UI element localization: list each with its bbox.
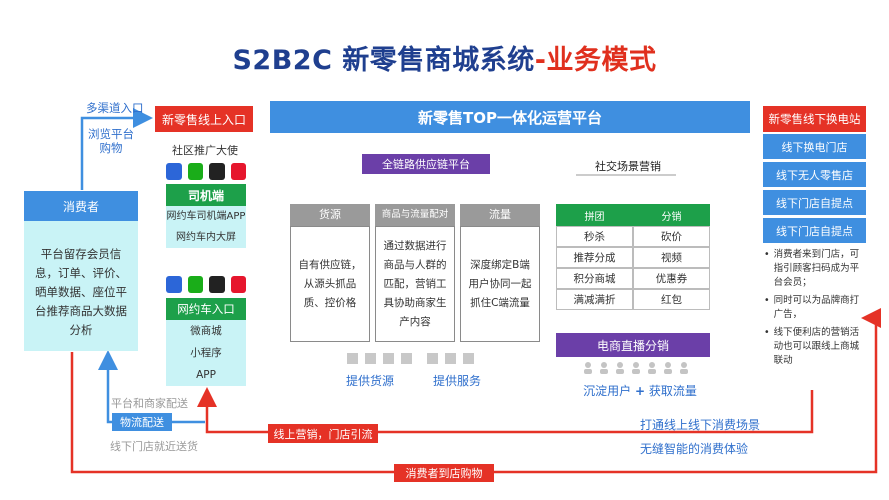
marketing-cell: 红包 (633, 289, 710, 310)
offline-note: •消费者来到门店，可指引顾客扫码成为平台会员； (764, 248, 866, 290)
marketing-row: 秒杀 砍价 (556, 226, 710, 247)
marketing-row: 积分商城 优惠券 (556, 268, 710, 289)
offline-note: •线下便利店的营销活动也可以跟线上商城联动 (764, 326, 866, 368)
marketing-cell: 满减满折 (556, 289, 633, 310)
offline-item: 线下门店自提点 (763, 190, 866, 215)
online-entry-header: 新零售线上入口 (155, 106, 253, 132)
column-body-traffic: 深度绑定B端用户协同一起抓住C端流量 (460, 226, 540, 342)
ride-hailing-label: 网约车入口 (166, 298, 246, 320)
ride-item: 小程序 (190, 347, 222, 359)
online-marketing-label: 线上营销，门店引流 (268, 424, 378, 443)
marketing-cell: 优惠券 (633, 268, 710, 289)
marketing-cell: 积分商城 (556, 268, 633, 289)
platform-banner: 新零售TOP一体化运营平台 (270, 101, 750, 133)
marketing-cell: 拼团 (556, 204, 633, 226)
offline-note-text: 同时可以为品牌商打广告， (773, 295, 860, 320)
box-icons-right (427, 353, 474, 364)
box-icons-left (347, 353, 412, 364)
title-main: S2B2C 新零售商城系统 (232, 45, 535, 76)
marketing-cell: 秒杀 (556, 226, 633, 247)
community-promoter: 社区推广大使 (172, 144, 238, 157)
plus-sign: + (634, 384, 646, 398)
offline-note-text: 线下便利店的营销活动也可以跟线上商城联动 (773, 327, 860, 366)
marketing-row: 推荐分成 视频 (556, 247, 710, 268)
column-head-source: 货源 (290, 204, 370, 226)
to-store-label: 消费者到店购物 (394, 464, 494, 482)
marketing-cell: 砍价 (633, 226, 710, 247)
browse-line1: 浏览平台 (88, 127, 134, 141)
supply-chain-label: 全链路供应链平台 (362, 154, 490, 174)
provide-goods-label: 提供货源 (346, 374, 395, 388)
social-divider (576, 174, 676, 176)
seamless-experience-label: 无缝智能的消费体验 (640, 442, 749, 456)
connect-scene-label: 打通线上线下消费场景 (640, 418, 761, 432)
precipitate-users: 沉淀用户 (583, 384, 632, 398)
browse-label: 浏览平台 购物 (88, 127, 134, 155)
ride-hailing-list: 微商城 小程序 APP (166, 320, 246, 386)
social-marketing-label: 社交场景营销 (595, 160, 661, 173)
qq-icon (209, 163, 225, 180)
baidu-icon (166, 163, 182, 180)
offline-item: 线下门店自提点 (763, 218, 866, 243)
wechat-icon (187, 276, 203, 293)
social-icons-top (166, 163, 246, 180)
nearby-pickup-label: 线下门店就近送货 (110, 440, 198, 453)
column-body-matching: 通过数据进行商品与人群的匹配，营销工具协助商家生产内容 (375, 226, 455, 342)
column-body-source: 自有供应链，从源头抓品质、控价格 (290, 226, 370, 342)
offline-entry-header: 新零售线下换电站 (763, 106, 866, 132)
consumer-header: 消费者 (24, 191, 138, 221)
marketing-cell: 视频 (633, 247, 710, 268)
marketing-cell: 分销 (633, 204, 710, 226)
platform-delivery-label: 平台和商家配送 (111, 397, 188, 410)
social-icons-bottom (166, 276, 246, 293)
ride-item: 微商城 (190, 325, 222, 337)
marketing-cell: 推荐分成 (556, 247, 633, 268)
driver-item: 网约车司机端APP (166, 211, 246, 222)
driver-label: 司机端 (166, 184, 246, 206)
marketing-header-row: 拼团 分销 (556, 204, 710, 226)
ride-item: APP (196, 369, 216, 381)
multi-channel-label: 多渠道入口 (86, 101, 144, 115)
weibo-icon (230, 276, 246, 293)
acquire-traffic: 获取流量 (648, 384, 697, 398)
wechat-icon (187, 163, 203, 180)
column-head-traffic: 流量 (460, 204, 540, 226)
title-tail: 业务模式 (546, 45, 657, 76)
offline-note: •同时可以为品牌商打广告， (764, 294, 866, 322)
marketing-row: 满减满折 红包 (556, 289, 710, 310)
baidu-icon (166, 276, 182, 293)
page-title: S2B2C 新零售商城系统-业务模式 (0, 38, 889, 77)
offline-note-text: 消费者来到门店，可指引顾客扫码成为平台会员； (773, 249, 860, 288)
offline-notes: •消费者来到门店，可指引顾客扫码成为平台会员； •同时可以为品牌商打广告， •线… (764, 248, 866, 368)
offline-item: 线下换电门店 (763, 134, 866, 159)
qq-icon (209, 276, 225, 293)
consumer-body: 平台留存会员信息，订单、评价、晒单数据、座位平台推荐商品大数据分析 (24, 221, 138, 351)
browse-line2: 购物 (99, 141, 123, 155)
driver-item: 网约车内大屏 (176, 232, 236, 243)
marketing-table: 拼团 分销 秒杀 砍价 推荐分成 视频 积分商城 优惠券 满减满折 红包 (556, 204, 710, 310)
user-icons (584, 362, 688, 374)
user-traffic-line: 沉淀用户 + 获取流量 (575, 382, 705, 399)
logistics-label: 物流配送 (112, 413, 172, 431)
column-head-matching: 商品与流量配对 (375, 204, 455, 226)
weibo-icon (230, 163, 246, 180)
driver-list: 网约车司机端APP 网约车内大屏 (166, 206, 246, 248)
offline-item: 线下无人零售店 (763, 162, 866, 187)
live-streaming-label: 电商直播分销 (556, 333, 710, 357)
title-dash: - (534, 45, 547, 76)
provide-service-label: 提供服务 (433, 374, 482, 388)
